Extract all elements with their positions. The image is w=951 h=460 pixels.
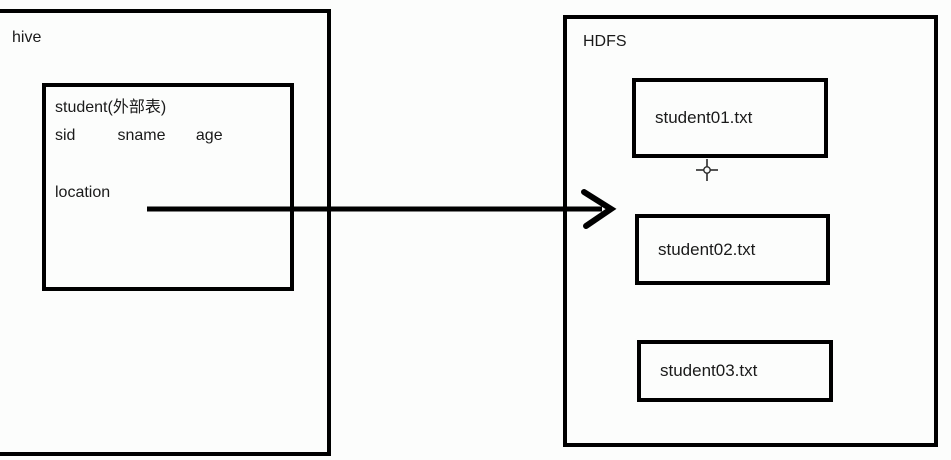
hdfs-file-box-student02: student02.txt (635, 214, 830, 285)
column-label-sname: sname (117, 127, 166, 144)
hdfs-label: HDFS (583, 33, 627, 50)
student-table-columns-row: sid sname age (55, 126, 223, 146)
column-label-sid: sid (55, 127, 76, 144)
student-table-box: student(外部表) sid sname age location (42, 83, 294, 291)
crosshair-cursor-icon (696, 159, 718, 181)
hdfs-file-box-student03: student03.txt (637, 340, 833, 402)
hdfs-file-label: student02.txt (658, 239, 756, 259)
hdfs-container-box (563, 15, 938, 447)
hive-container-box (0, 9, 331, 456)
hdfs-file-label: student03.txt (660, 361, 758, 380)
student-table-content: student(外部表) sid sname age location (55, 98, 223, 203)
hdfs-file-box-student01: student01.txt (632, 78, 828, 158)
column-label-age: age (195, 127, 223, 144)
student-table-title: student(外部表) (55, 99, 167, 116)
location-label: location (55, 184, 111, 201)
hive-label: hive (12, 29, 42, 46)
hdfs-file-label: student01.txt (655, 108, 753, 127)
